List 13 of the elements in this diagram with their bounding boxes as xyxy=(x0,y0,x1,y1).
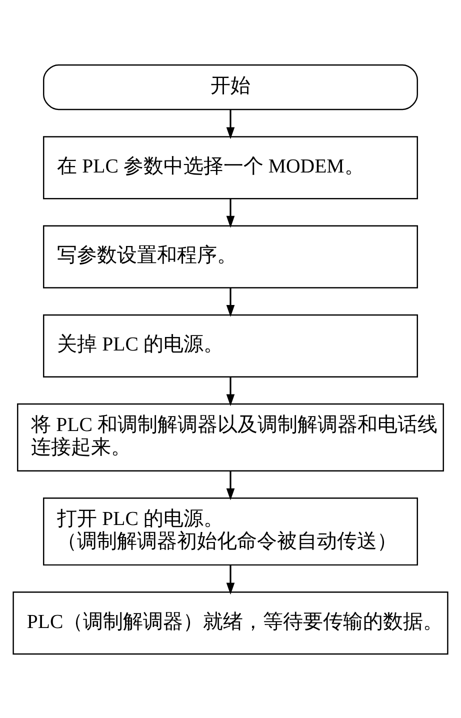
node-box: 打开 PLC 的电源。 （调制解调器初始化命令被自动传送） xyxy=(43,497,418,566)
node-box: 在 PLC 参数中选择一个 MODEM。 xyxy=(43,136,418,199)
arrow xyxy=(226,198,235,228)
arrow xyxy=(226,109,235,139)
arrow xyxy=(226,287,235,316)
arrow xyxy=(226,376,235,406)
node-box: 开始 xyxy=(43,64,418,110)
arrow xyxy=(226,470,235,500)
arrow xyxy=(226,564,235,594)
node-box: 关掉 PLC 的电源。 xyxy=(43,314,418,377)
node-box: 写参数设置和程序。 xyxy=(43,224,418,288)
node-box: 将 PLC 和调制解调器以及调制解调器和电话线连接起来。 xyxy=(17,402,444,471)
node-box: PLC（调制解调器）就绪，等待要传输的数据。 xyxy=(12,591,448,654)
